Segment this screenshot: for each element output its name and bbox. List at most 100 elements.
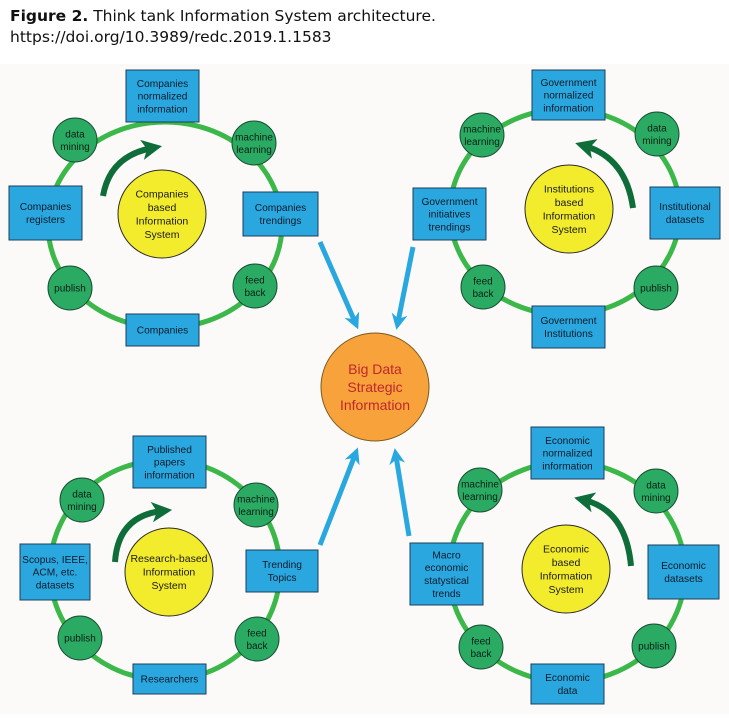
institutions-inner-box (412, 187, 487, 241)
institutions-machine-learning-node (459, 112, 505, 158)
economic-feed-back-label-line: feed (471, 636, 490, 647)
figure-title: Think tank Information System architectu… (93, 7, 436, 25)
institutions-information-system-label-line: Information (543, 210, 596, 222)
research-publish-label-line: publish (64, 634, 96, 645)
research-top-box (132, 435, 207, 489)
institutions-flow-arrow (391, 246, 416, 330)
companies-information-system-label-line: based (148, 202, 177, 214)
economic-side-box-label-line: datasets (664, 574, 703, 585)
companies-information-system-label-line: Companies (135, 188, 188, 200)
research-inner-box (245, 549, 319, 593)
institutions-publish-label-line: publish (640, 284, 672, 295)
research-bottom-box-label: Researchers (141, 675, 199, 686)
economic-information-system-label-line: based (552, 557, 581, 569)
companies-feed-back-label-line: feed (245, 275, 264, 286)
companies-machine-learning-node (231, 120, 277, 166)
institutions-feed-back-label-line: feed (473, 276, 492, 287)
research-feed-back-label-line: feed (247, 628, 266, 639)
institutions-inner-box-label-line: Government (421, 197, 477, 208)
economic-feed-back-label: feed back (470, 636, 492, 660)
economic-feed-back-label-line: back (470, 649, 492, 660)
companies-side-box (8, 185, 83, 241)
companies-feed-back-node (232, 263, 278, 309)
caption-line-1: Figure 2. Think tank Information System … (10, 6, 725, 27)
economic-machine-learning-label-line: learning (462, 492, 498, 503)
institutions-information-system-node (524, 164, 614, 254)
research-side-box-label-line: Scopus, IEEE, (22, 555, 88, 566)
institutions-top-box-label-line: Government (540, 78, 596, 89)
economic-publish-node (631, 623, 677, 669)
institutions-machine-learning-label-line: learning (464, 137, 500, 148)
economic-side-box-label-line: Economic (661, 561, 706, 572)
institutions-publish-node (633, 265, 679, 311)
companies-bottom-box-label: Companies (137, 326, 189, 337)
research-side-box-label: Scopus, IEEE,ACM, etc.datasets (22, 555, 88, 592)
research-side-box-label-line: datasets (36, 580, 75, 591)
institutions-feed-back-node (460, 264, 506, 310)
institutions-data-mining-label-line: mining (642, 136, 671, 147)
economic-data-mining-label-line: mining (641, 493, 670, 504)
economic-inner-box (409, 542, 484, 606)
institutions-information-system-label-line: System (551, 224, 586, 236)
institutions-top-box-label-line: information (543, 103, 593, 114)
companies-data-mining-node (52, 117, 98, 163)
research-feed-back-node (234, 616, 280, 662)
economic-information-system-label-line: Information (540, 570, 593, 582)
economic-information-system-label-line: Economic (543, 543, 589, 555)
research-top-box-label-line: information (144, 470, 194, 481)
companies-top-box-label-line: normalized (138, 92, 188, 103)
economic-side-box (647, 544, 720, 600)
companies-bottom-box-label-line: Companies (137, 326, 189, 337)
institutions-bottom-box-label-line: Government (540, 316, 596, 327)
economic-top-box-label-line: normalized (543, 449, 593, 460)
research-data-mining-label-line: data (72, 489, 92, 500)
economic-feed-back-node (458, 624, 504, 670)
institutions-bottom-box (531, 305, 606, 349)
companies-inner-box-label-line: trendings (260, 216, 302, 227)
companies-information-system-label-line: System (144, 229, 179, 241)
institutions-side-box-label-line: datasets (666, 215, 705, 226)
economic-top-box-label-line: Economic (545, 436, 590, 447)
research-bottom-box-label-line: Researchers (141, 675, 199, 686)
big-data-node (320, 332, 430, 442)
economic-side-box-label: Economic datasets (661, 561, 706, 585)
research-top-box-label-line: Published (147, 445, 192, 456)
research-feed-back-label: feed back (246, 628, 268, 652)
companies-top-box-label-line: Companies (137, 79, 189, 90)
companies-feed-back-label-line: back (244, 288, 266, 299)
research-side-box (19, 543, 91, 601)
companies-publish-label: publish (54, 284, 86, 295)
research-data-mining-node (59, 477, 105, 523)
research-bottom-box (132, 663, 207, 695)
institutions-inner-box-label-line: trendings (429, 222, 471, 233)
companies-information-system-label-line: Information (136, 215, 189, 227)
research-feed-back-label-line: back (246, 641, 268, 652)
companies-top-box-label-line: information (137, 104, 187, 115)
economic-information-system-node (521, 524, 611, 614)
figure-caption: Figure 2. Think tank Information System … (10, 6, 725, 48)
research-information-system-label-line: Information (143, 567, 196, 579)
economic-bottom-box (530, 663, 605, 705)
economic-top-box-label-line: information (542, 461, 592, 472)
companies-data-mining-label-line: mining (60, 142, 89, 153)
economic-inner-box-label-line: trends (432, 589, 460, 600)
big-data-label-line: Information (340, 397, 410, 413)
research-inner-box-label-line: Topics (268, 573, 297, 584)
